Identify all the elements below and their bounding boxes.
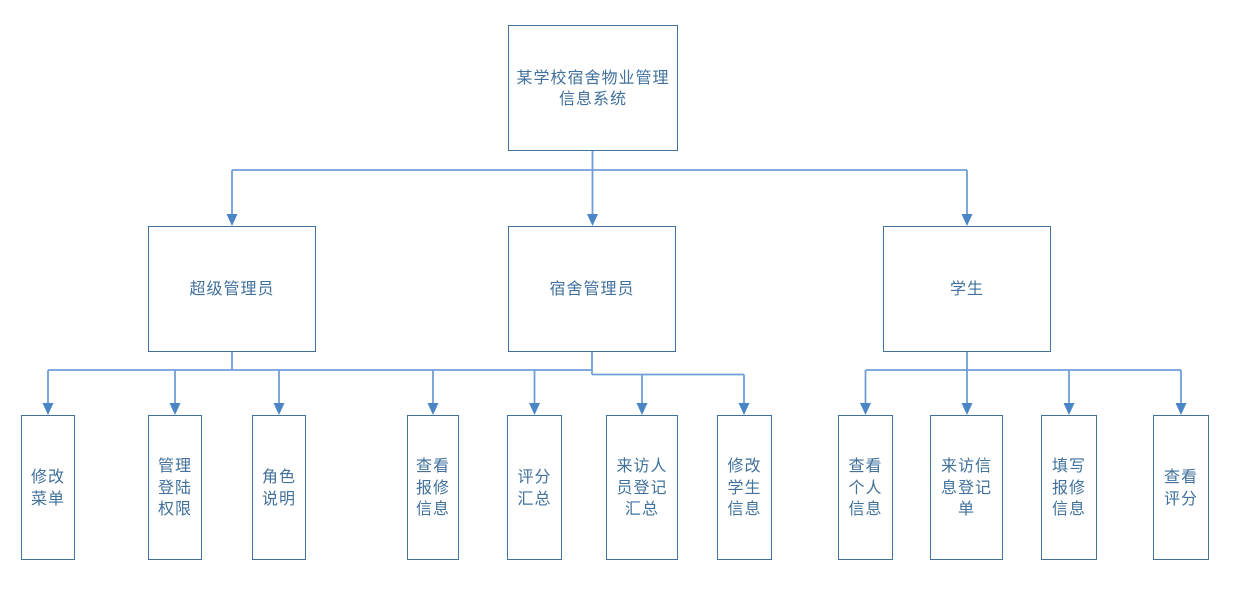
node-super-admin: 超级管理员 — [148, 226, 316, 352]
arrow-icon — [961, 214, 973, 226]
arrow-icon — [529, 403, 540, 415]
arrow-icon — [273, 403, 285, 415]
node-modify-student-info: 修改 学生 信息 — [717, 415, 772, 560]
node-view-personal-info: 查看 个人 信息 — [838, 415, 893, 560]
node-fill-repair-info: 填写 报修 信息 — [1041, 415, 1097, 560]
node-manage-login-permissions: 管理 登陆 权限 — [148, 415, 202, 560]
node-visitor-registration-summary: 来访人 员登记 汇总 — [606, 415, 678, 560]
arrow-icon — [587, 214, 598, 226]
arrow-icon — [738, 403, 750, 415]
node-view-score: 查看 评分 — [1153, 415, 1209, 560]
arrow-icon — [226, 214, 238, 226]
arrow-icon — [427, 403, 439, 415]
node-root-system: 某学校宿舍物业管理 信息系统 — [508, 25, 678, 151]
node-view-repair-info: 查看 报修 信息 — [407, 415, 459, 560]
arrow-icon — [42, 403, 54, 415]
node-role-description: 角色 说明 — [252, 415, 306, 560]
node-modify-menu: 修改 菜单 — [21, 415, 75, 560]
node-visitor-info-form: 来访信 息登记 单 — [930, 415, 1003, 560]
node-score-summary: 评分 汇总 — [507, 415, 562, 560]
arrow-icon — [169, 403, 181, 415]
node-dorm-admin: 宿舍管理员 — [508, 226, 676, 352]
arrow-icon — [636, 403, 648, 415]
arrow-icon — [1175, 403, 1187, 415]
arrow-icon — [860, 403, 871, 415]
node-student: 学生 — [883, 226, 1051, 352]
arrow-icon — [961, 403, 973, 415]
arrow-icon — [1063, 403, 1075, 415]
